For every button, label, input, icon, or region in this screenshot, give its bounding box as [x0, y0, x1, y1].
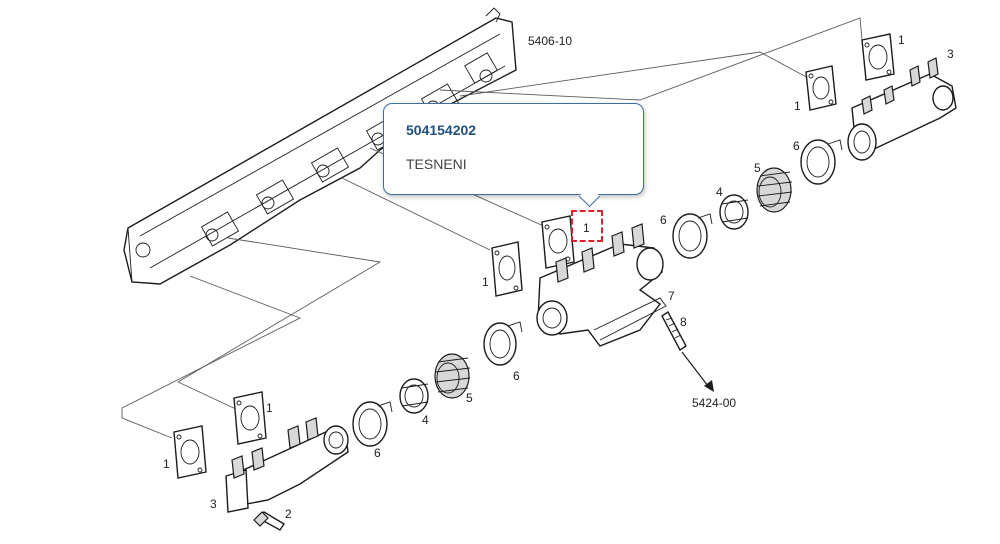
- label-clamp-left[interactable]: 6: [374, 446, 381, 460]
- sleeve-left[interactable]: [399, 378, 429, 414]
- gasket-top-right-a[interactable]: [861, 33, 895, 81]
- gasket-center[interactable]: [541, 215, 575, 269]
- bellows-right[interactable]: [756, 167, 793, 213]
- manifold-left[interactable]: [225, 417, 349, 513]
- label-center-manifold[interactable]: 7: [668, 289, 675, 303]
- clamp-left-mid[interactable]: [483, 321, 523, 366]
- label-sleeve-left[interactable]: 4: [422, 413, 429, 427]
- gasket-center-left[interactable]: [491, 241, 523, 297]
- stud[interactable]: [661, 310, 687, 352]
- bolt[interactable]: [253, 511, 285, 531]
- label-clamp-right-top[interactable]: 6: [793, 139, 800, 153]
- tooltip-part-name: TESNENI: [406, 156, 467, 172]
- selected-part-highlight[interactable]: [571, 210, 603, 242]
- label-gasket-left-b[interactable]: 1: [163, 457, 170, 471]
- cylinder-head-assembly[interactable]: [123, 7, 517, 285]
- clamp-right-top[interactable]: [800, 139, 843, 185]
- label-manifold-left[interactable]: 3: [210, 497, 217, 511]
- label-bellows-right[interactable]: 5: [754, 161, 761, 175]
- manifold-right[interactable]: [847, 57, 957, 161]
- exhaust-pipe-arrow: [681, 351, 714, 392]
- label-bolt[interactable]: 2: [285, 507, 292, 521]
- label-sleeve-right[interactable]: 4: [716, 185, 723, 199]
- clamp-left[interactable]: [352, 401, 393, 447]
- clamp-right-mid[interactable]: [672, 213, 713, 259]
- label-clamp-right-mid[interactable]: 6: [660, 213, 667, 227]
- label-bellows-left[interactable]: 5: [466, 391, 473, 405]
- gasket-left-b[interactable]: [173, 425, 207, 479]
- label-clamp-left-mid[interactable]: 6: [513, 369, 520, 383]
- gasket-top-right-b[interactable]: [805, 65, 837, 111]
- label-gasket-center-left[interactable]: 1: [482, 275, 489, 289]
- label-gasket-top-right-a[interactable]: 1: [898, 33, 905, 47]
- bellows-left[interactable]: [434, 353, 471, 399]
- label-gasket-left-a[interactable]: 1: [266, 401, 273, 415]
- ref-exhaust-pipe[interactable]: 5424-00: [692, 396, 736, 410]
- gasket-left-a[interactable]: [233, 391, 267, 445]
- ref-cylinder-head[interactable]: 5406-10: [528, 34, 572, 48]
- label-gasket-top-right-b[interactable]: 1: [794, 99, 801, 113]
- label-gasket-center[interactable]: 1: [583, 221, 590, 235]
- part-labels: 5406-10 5424-00 1 1 3 6 5 4 6 1 1 7 8 6 …: [163, 33, 954, 521]
- part-tooltip: 504154202 TESNENI: [383, 103, 644, 195]
- tooltip-part-number[interactable]: 504154202: [406, 122, 477, 138]
- label-manifold-right[interactable]: 3: [947, 47, 954, 61]
- sleeve-right[interactable]: [719, 194, 749, 230]
- center-manifold[interactable]: [536, 223, 667, 347]
- label-stud[interactable]: 8: [680, 315, 687, 329]
